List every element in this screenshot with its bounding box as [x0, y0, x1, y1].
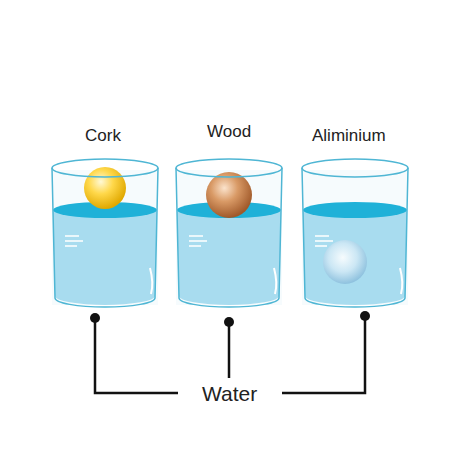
aluminium-ball [323, 240, 367, 284]
cork-ball [84, 167, 126, 209]
object-label: Cork [85, 127, 121, 146]
liquid-label: Water [202, 382, 257, 405]
wood-ball [206, 172, 252, 218]
leader-lines [95, 316, 365, 393]
object-label: Wood [207, 123, 251, 142]
object-label: Aliminium [312, 127, 386, 146]
